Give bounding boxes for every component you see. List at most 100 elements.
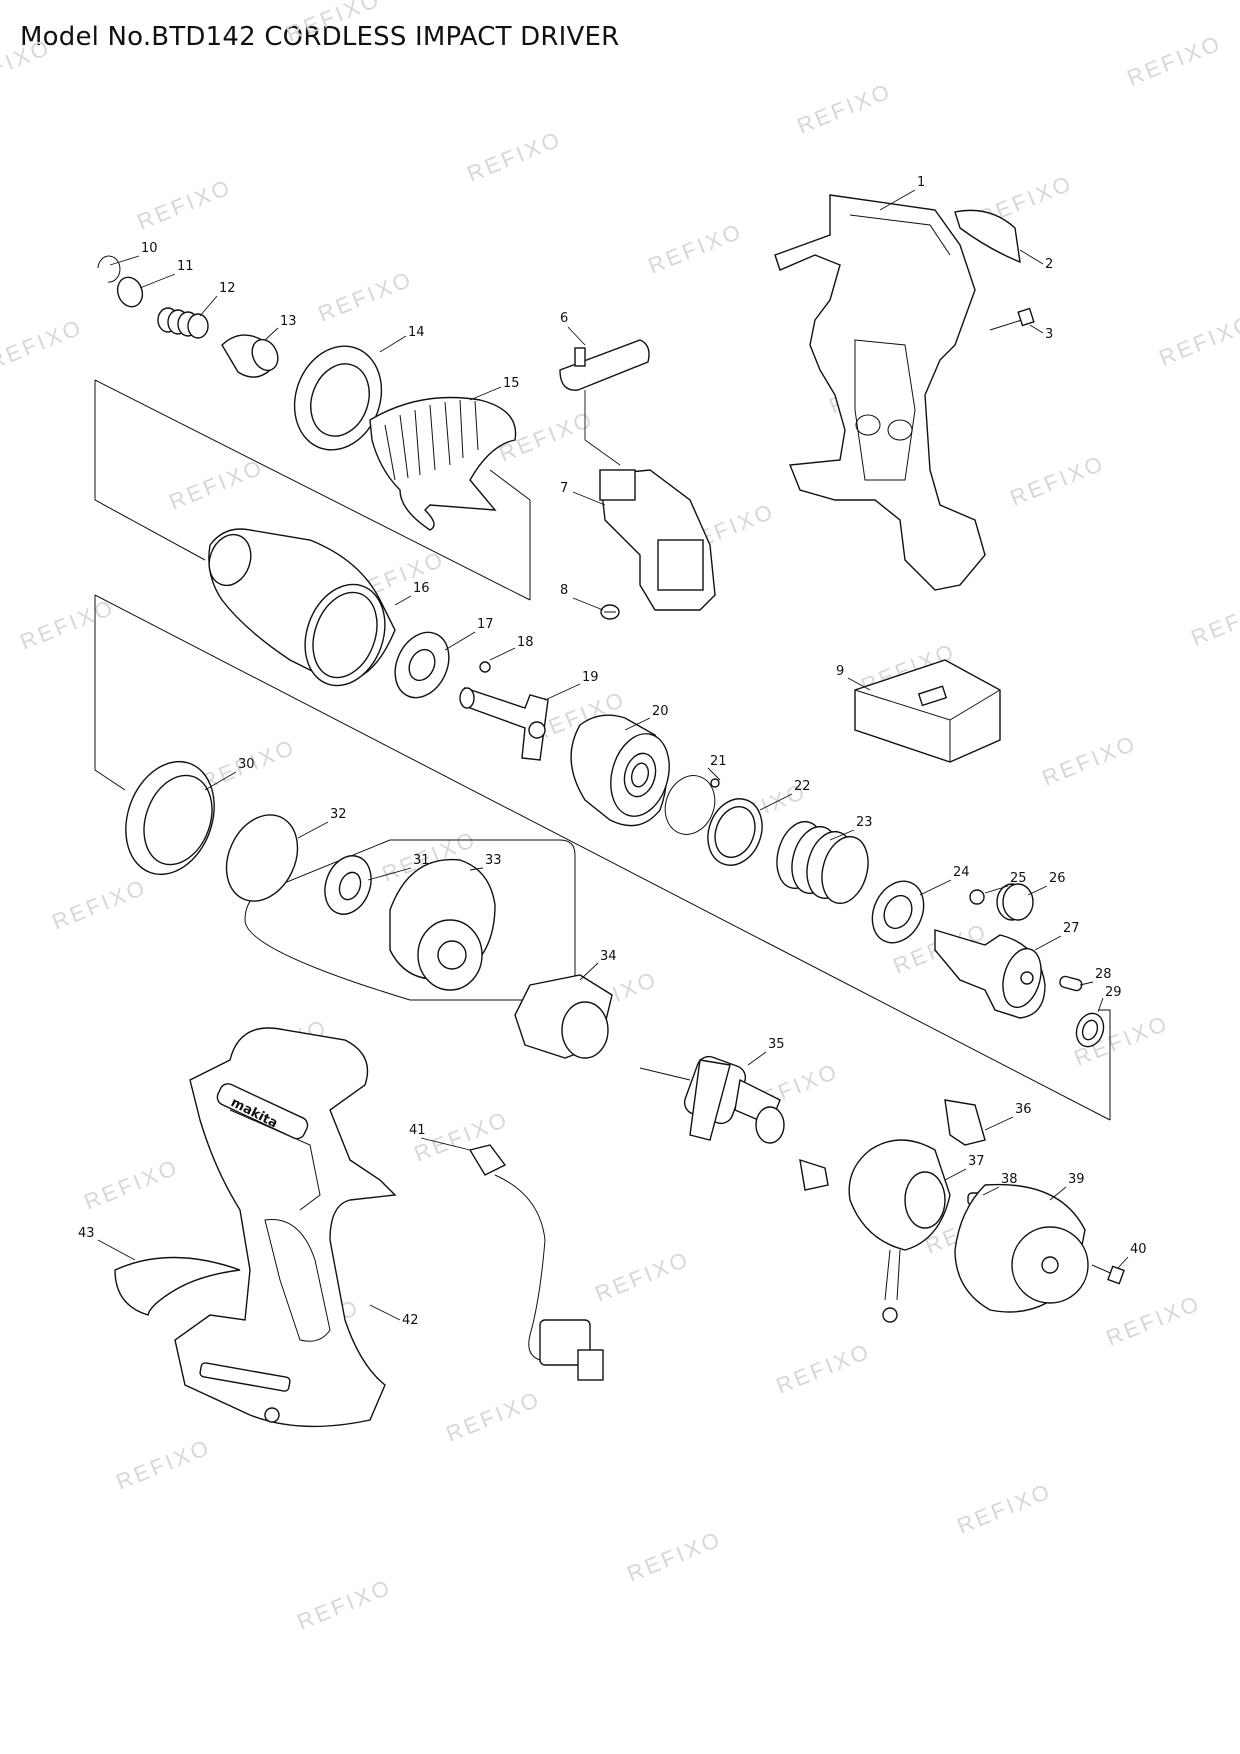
watermark-text: REFIXO bbox=[464, 126, 566, 187]
leader-line bbox=[204, 771, 237, 791]
watermark-text: REFIXO bbox=[0, 314, 87, 375]
part-number-label: 17 bbox=[477, 617, 494, 632]
leader-line bbox=[1049, 1186, 1067, 1201]
leader-line bbox=[572, 491, 606, 506]
leader-line bbox=[1019, 249, 1044, 265]
washer-29 bbox=[1075, 1012, 1105, 1048]
part-number-label: 34 bbox=[600, 949, 617, 964]
part-number-label: 1 bbox=[917, 175, 925, 190]
leader-line bbox=[567, 326, 586, 346]
leader-line bbox=[369, 1304, 401, 1321]
leader-line bbox=[394, 595, 412, 606]
terminal-lead bbox=[468, 1144, 604, 1381]
part-number-label: 25 bbox=[1010, 871, 1027, 886]
housing-label bbox=[114, 1256, 241, 1316]
watermark-text: REFIXO bbox=[134, 174, 236, 235]
part-number-label: 21 bbox=[710, 754, 727, 769]
steel-ball bbox=[479, 661, 491, 673]
leader-line bbox=[944, 1168, 967, 1181]
leader-line bbox=[1117, 1256, 1129, 1269]
leader-line bbox=[469, 867, 484, 871]
part-number-label: 12 bbox=[219, 281, 236, 296]
o-ring-thin bbox=[664, 775, 716, 835]
part-number-label: 26 bbox=[1049, 871, 1066, 886]
watermark-text: REFIXO bbox=[17, 594, 119, 655]
leader-line bbox=[572, 597, 604, 611]
anvil bbox=[459, 686, 549, 761]
housing-set: makita bbox=[174, 1027, 397, 1428]
retaining-ring bbox=[97, 255, 121, 283]
leader-line bbox=[444, 631, 476, 651]
leader-line bbox=[199, 295, 218, 317]
leader-line bbox=[747, 1051, 767, 1066]
leader-line bbox=[469, 386, 502, 401]
ring-spring bbox=[116, 276, 144, 308]
leader-line bbox=[984, 1116, 1014, 1131]
leader-line bbox=[97, 1239, 136, 1261]
leader-line bbox=[982, 1186, 1000, 1196]
hammer-case-cover bbox=[293, 345, 383, 451]
sleeve bbox=[221, 334, 279, 378]
part-number-label: 31 bbox=[413, 853, 430, 868]
part-number-label: 43 bbox=[78, 1226, 95, 1241]
watermark-text: REFIXO bbox=[49, 874, 151, 935]
o-ring bbox=[225, 814, 299, 902]
part-number-label: 3 bbox=[1045, 327, 1053, 342]
leader-line bbox=[264, 327, 279, 341]
leader-line bbox=[379, 335, 407, 353]
leader-line bbox=[297, 821, 329, 839]
steel-ball-25 bbox=[969, 889, 985, 905]
name-plate bbox=[954, 209, 1021, 264]
inner-housing bbox=[389, 858, 496, 991]
page-title: Model No.BTD142 CORDLESS IMPACT DRIVER bbox=[20, 22, 620, 52]
watermark-text: REFIXO bbox=[1188, 590, 1240, 651]
ball-bearing bbox=[324, 855, 372, 915]
internal-gear bbox=[125, 760, 215, 876]
part-number-label: 28 bbox=[1095, 967, 1112, 982]
leader-line bbox=[579, 962, 599, 981]
tapping-screw bbox=[1091, 1264, 1125, 1285]
leader-line bbox=[367, 867, 412, 881]
leader-line bbox=[847, 677, 871, 691]
controller-unit bbox=[854, 659, 1001, 763]
part-number-label: 42 bbox=[402, 1313, 419, 1328]
stator bbox=[848, 1139, 951, 1323]
hammer-case bbox=[208, 528, 396, 687]
part-number-label: 23 bbox=[856, 815, 873, 830]
part-number-label: 41 bbox=[409, 1123, 426, 1138]
sensor-holder bbox=[944, 1099, 986, 1146]
part-number-label: 24 bbox=[953, 865, 970, 880]
assembly-guide-lines bbox=[94, 379, 1111, 1121]
pin bbox=[1059, 975, 1083, 992]
watermark-text: REFIXO bbox=[113, 1434, 215, 1495]
washer-24 bbox=[871, 880, 925, 944]
watermark-text: REFIXO bbox=[773, 1338, 875, 1399]
part-number-label: 22 bbox=[794, 779, 811, 794]
leader-line bbox=[707, 767, 721, 781]
leader-line bbox=[420, 1137, 471, 1151]
watermark-text: REFIXO bbox=[294, 1574, 396, 1635]
housing-half-right bbox=[774, 194, 986, 591]
rear-cover bbox=[954, 1183, 1089, 1313]
watermark-text: REFIXO bbox=[954, 1478, 1056, 1539]
part-number-label: 19 bbox=[582, 670, 599, 685]
watermark-text: REFIXO bbox=[624, 1526, 726, 1587]
leader-line bbox=[1097, 997, 1104, 1013]
spur-gear bbox=[996, 883, 1034, 921]
part-number-label: 16 bbox=[413, 581, 430, 596]
watermark-text: REFIXO bbox=[1007, 450, 1109, 511]
part-number-label: 6 bbox=[560, 311, 568, 326]
watermark-text: REFIXO bbox=[645, 218, 747, 279]
watermark-text: REFIXO bbox=[1156, 310, 1240, 371]
part-number-label: 7 bbox=[560, 481, 568, 496]
part-number-label: 20 bbox=[652, 704, 669, 719]
fan-baffle-ring bbox=[514, 974, 613, 1059]
part-number-label: 35 bbox=[768, 1037, 785, 1052]
switch-assembly bbox=[599, 469, 716, 611]
part-number-label: 8 bbox=[560, 583, 568, 598]
leader-line bbox=[984, 885, 1009, 894]
watermark-text: REFIXO bbox=[283, 0, 385, 47]
part-number-label: 29 bbox=[1105, 985, 1122, 1000]
part-number-label: 40 bbox=[1130, 1242, 1147, 1257]
